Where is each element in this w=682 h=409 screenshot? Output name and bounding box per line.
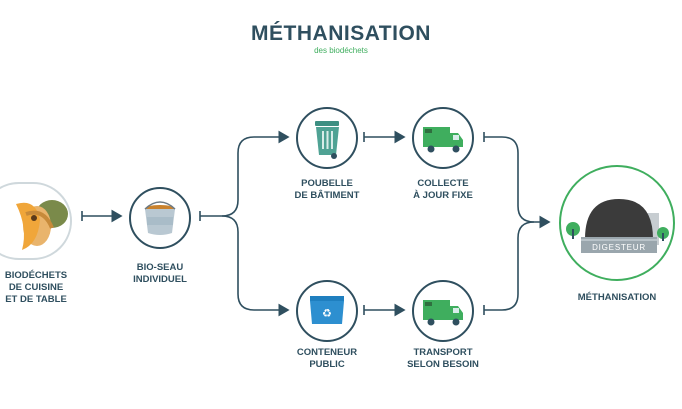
digester-icon: DIGESTEUR xyxy=(566,199,669,253)
public-container-icon: ♻ xyxy=(310,296,344,324)
digester-label: DIGESTEUR xyxy=(592,243,646,252)
connector-bioseau-poubelle xyxy=(200,130,290,217)
label-collecte: COLLECTE À JOUR FIXE xyxy=(413,178,473,201)
wheelie-bin-icon xyxy=(315,121,339,159)
connector-bioseau-conteneur xyxy=(221,215,290,317)
node-collecte xyxy=(412,107,474,169)
diagram-subtitle: des biodéchets xyxy=(314,46,368,55)
bucket-icon xyxy=(144,201,176,235)
node-transport xyxy=(412,280,474,342)
diagram-title: MÉTHANISATION xyxy=(251,22,431,45)
svg-text:♻: ♻ xyxy=(322,307,332,320)
food-waste-icon xyxy=(16,200,68,250)
node-bioseau xyxy=(129,187,191,249)
label-biodechets: BIODÉCHETS DE CUISINE ET DE TABLE xyxy=(4,270,68,305)
node-poubelle xyxy=(296,107,358,169)
connector-transport-methanisation xyxy=(484,221,535,311)
garbage-truck-icon xyxy=(423,300,463,326)
node-conteneur: ♻ xyxy=(296,280,358,342)
label-transport: TRANSPORT SELON BESOIN xyxy=(407,347,479,370)
label-bioseau: BIO-SEAU INDIVIDUEL xyxy=(133,262,187,285)
label-poubelle: POUBELLE DE BÂTIMENT xyxy=(294,178,360,201)
garbage-truck-icon xyxy=(423,127,463,153)
label-methanisation: MÉTHANISATION xyxy=(577,292,657,303)
node-biodechets xyxy=(0,182,72,260)
connector-collecte-methanisation xyxy=(484,136,551,229)
node-methanisation: DIGESTEUR xyxy=(559,165,675,281)
label-conteneur: CONTENEUR PUBLIC xyxy=(296,347,358,370)
